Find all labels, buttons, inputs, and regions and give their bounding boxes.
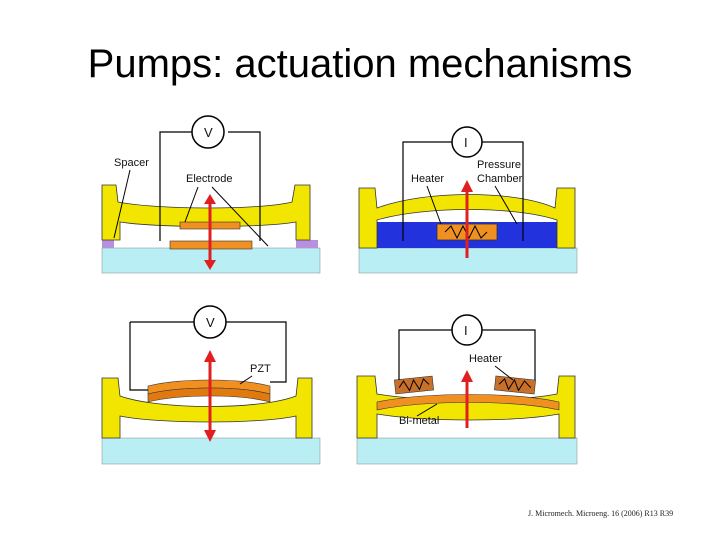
citation: J. Micromech. Microeng. 16 (2006) R13 R3…	[528, 509, 674, 518]
piezoelectric-actuation-diagram: V PZT	[100, 298, 322, 466]
voltage-source-label: V	[204, 125, 213, 140]
chamber-label: Chamber	[477, 173, 523, 185]
spacer-label: Spacer	[114, 157, 149, 169]
pressure-label: Pressure	[477, 159, 521, 171]
heater-label: Heater	[411, 173, 444, 185]
current-source-label: I	[464, 135, 468, 150]
electrostatic-actuation-diagram: V Spacer Electrode	[100, 110, 322, 275]
slide-title: Pumps: actuation mechanisms	[87, 42, 633, 86]
electrode-label: Electrode	[186, 173, 232, 185]
current-source-label: I	[464, 323, 468, 338]
thermopneumatic-actuation-diagram: I Heater Pressure Chamber	[355, 110, 580, 275]
heater-label: Heater	[469, 353, 502, 365]
bimetallic-actuation-diagram: I Heater Bi-metal	[355, 298, 580, 466]
pzt-label: PZT	[250, 363, 271, 375]
bimetal-label: Bi-metal	[399, 415, 439, 427]
voltage-source-label: V	[206, 315, 215, 330]
